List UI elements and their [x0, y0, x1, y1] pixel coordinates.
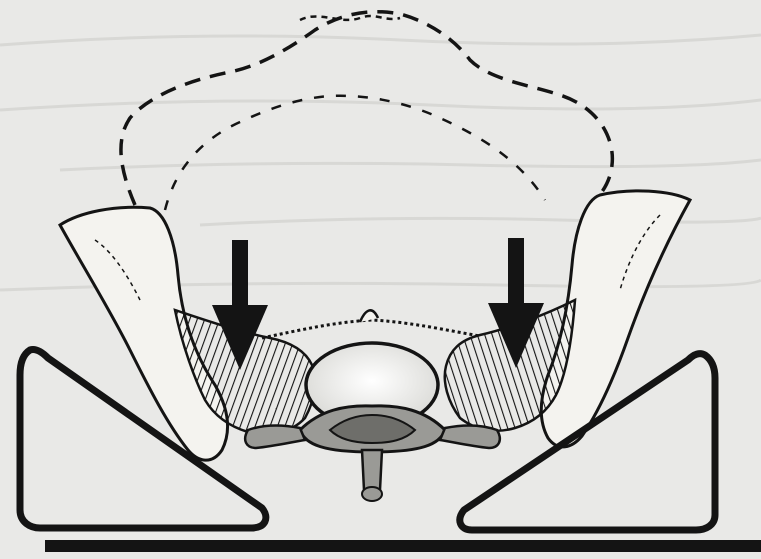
right-transverse-process	[440, 426, 500, 448]
abdominal-wave-dashed	[300, 16, 400, 20]
posterior-fascia	[262, 320, 480, 338]
left-transverse-process	[245, 426, 305, 448]
table-surface	[45, 540, 761, 552]
abdominal-inner-dashed	[165, 96, 545, 210]
